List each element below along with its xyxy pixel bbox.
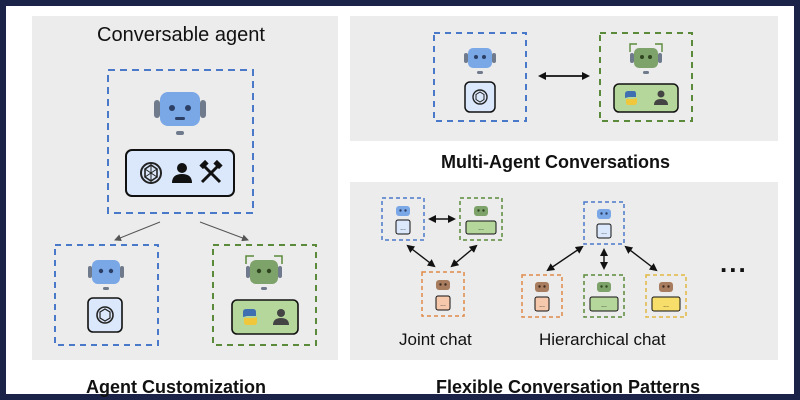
ellipsis-icon: ...: [478, 225, 484, 232]
llm-agent-box: [433, 32, 527, 122]
person-icon: [172, 163, 192, 183]
agent-capability-box: [465, 220, 497, 235]
flexible-conversation-patterns-caption: Flexible Conversation Patterns: [436, 377, 701, 397]
multi-agent-conversations-caption: Multi-Agent Conversations: [441, 152, 671, 172]
robot-head-icon: [629, 43, 663, 74]
robot-head-icon: [88, 260, 124, 290]
hier-left-arrow: [546, 245, 584, 272]
conversable-agent-box: [107, 69, 254, 214]
customize-arrow-right: [199, 221, 249, 242]
agent-capability-box: [534, 296, 550, 312]
tools-icon: [199, 159, 223, 184]
robot-head-icon: [436, 280, 450, 290]
robot-head-icon: [245, 255, 283, 290]
hier-child-orange-box: [521, 274, 563, 318]
robot-head-icon: [597, 209, 611, 219]
human-code-agent-box: [212, 244, 317, 346]
person-icon: [654, 90, 668, 105]
person-icon: [273, 309, 289, 325]
agent-capability-box: [596, 223, 612, 239]
agent-capability-box: [435, 295, 451, 311]
robot-head-icon: [474, 206, 488, 216]
hier-right-arrow: [624, 245, 658, 272]
ellipsis-icon: ...: [440, 301, 446, 308]
robot-head-icon: [464, 48, 496, 74]
agent-capability-box: [651, 296, 681, 312]
robot-head-icon: [597, 282, 611, 292]
python-logo-icon: [625, 91, 637, 105]
openai-logo-icon: [96, 306, 114, 324]
openai-logo-icon: [472, 89, 488, 105]
agent-customization-caption: Agent Customization: [86, 377, 266, 397]
ellipsis-icon: ...: [663, 302, 669, 309]
more-patterns-ellipsis: ...: [720, 248, 748, 278]
robot-head-icon: [535, 282, 549, 292]
human-code-agent-box: [599, 32, 693, 122]
agent-capability-box: [589, 296, 619, 312]
ellipsis-icon: ...: [601, 302, 607, 309]
llm-capability-box: [87, 297, 123, 333]
robot-head-icon: [659, 282, 673, 292]
joint-agent-green-box: [459, 197, 503, 241]
customize-arrow-left: [114, 221, 161, 242]
llm-agent-box: [54, 244, 159, 346]
ellipsis-icon: ...: [601, 229, 607, 236]
hier-child-yellow-box: [645, 274, 687, 318]
conversable-agent-title: Conversable agent: [97, 24, 265, 46]
joint-left-arrow: [406, 244, 436, 268]
joint-agent-blue-box: [381, 197, 425, 241]
llm-capability-box: [464, 81, 496, 113]
hierarchical-chat-label: Hierarchical chat: [539, 330, 666, 349]
robot-head-icon: [154, 92, 206, 135]
openai-logo-icon: [140, 162, 162, 184]
ellipsis-icon: ...: [539, 302, 545, 309]
python-logo-icon: [243, 309, 257, 325]
joint-chat-label: Joint chat: [399, 330, 472, 349]
human-code-capability-box: [613, 83, 679, 113]
hierarchical-root-box: [583, 201, 625, 245]
joint-right-arrow: [450, 244, 478, 268]
human-code-capability-box: [231, 299, 299, 335]
ellipsis-icon: ...: [400, 225, 406, 232]
robot-head-icon: [396, 206, 410, 216]
hier-child-green-box: [583, 274, 625, 318]
joint-agent-orange-box: [421, 271, 465, 317]
agent-capability-box: [395, 219, 411, 235]
agent-capabilities-box: [125, 149, 235, 197]
